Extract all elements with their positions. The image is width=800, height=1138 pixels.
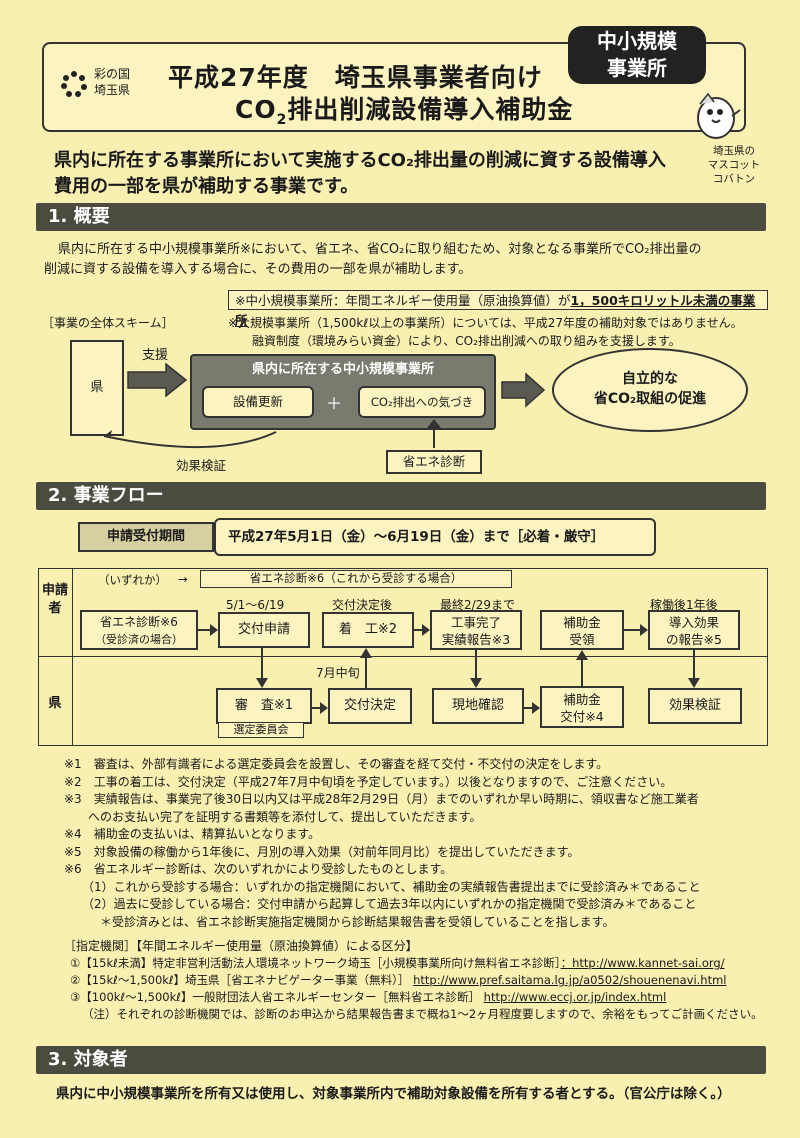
down-arrow-icon (688, 650, 700, 688)
section3-text: 県内に中小規模事業所を所有又は使用し、対象事業所内で補助対象設備を所有する者とす… (56, 1086, 731, 1102)
scheme-awareness-box: CO₂排出への気づき (358, 386, 486, 418)
scheme-plus: ＋ (326, 394, 343, 413)
section1-heading: 1. 概要 (36, 203, 766, 231)
support-arrow-icon (127, 362, 188, 398)
grant-receive-box: 補助金 受領 (540, 610, 624, 650)
scheme-audit-box: 省エネ診断 (386, 450, 482, 474)
mid-july-label: 7月中旬 (316, 666, 360, 680)
agency-link-3[interactable]: http://www.eccj.or.jp/index.html (483, 990, 667, 1004)
period-label: 申請受付期間 (78, 522, 214, 552)
flow-table (38, 568, 768, 746)
agency-link-1[interactable]: ：http://www.kannet-sai.org/ (560, 956, 725, 970)
audit-future-box: 省エネ診断※6（これから受診する場合） (200, 570, 512, 588)
row-applicant-label: 申請者 (41, 583, 68, 616)
up-arrow-icon (360, 648, 372, 688)
grant-pay-box: 補助金 交付※4 (540, 686, 624, 728)
scheme-result-ellipse: 自立的な 省CO₂取組の促進 (552, 348, 748, 432)
decision-box: 交付決定 (328, 688, 412, 724)
large-note: ※大規模事業所（1,500kℓ以上の事業所）については、平成27年度の補助対象で… (228, 316, 743, 348)
period-value: 平成27年5月1日（金）～6月19日（金）まで［必着・厳守］ (214, 518, 656, 556)
agency-link-2[interactable]: http://www.pref.saitama.lg.jp/a0502/shou… (413, 973, 727, 987)
site-check-box: 現地確認 (432, 688, 524, 724)
audit-done-box: 省エネ診断※6 （受診済の場合） (80, 610, 198, 650)
size-badge: 中小規模 事業所 (568, 26, 706, 84)
effect-report-box: 導入効果 の報告※5 (648, 610, 740, 650)
section1-paragraph: 県内に所在する中小規模事業所※において、省エネ、省CO₂に取り組むため、対象とな… (44, 242, 702, 277)
either-arrow-icon: → (178, 572, 188, 586)
scheme-pref-box: 県 (70, 340, 124, 436)
scheme-target-title: 県内に所在する中小規模事業所 (251, 362, 434, 377)
feedback-curve-icon (103, 430, 277, 449)
saitama-logo-icon (61, 71, 87, 97)
audit-arrow-icon (427, 419, 441, 448)
scheme-label: ［事業の全体スキーム］ (42, 316, 174, 330)
result-arrow-icon (501, 372, 546, 408)
agency-list: ［指定機関］【年間エネルギー使用量（原油換算値）による区分】 ①【15kℓ未満】… (64, 939, 763, 1021)
flow-col-divider (72, 568, 73, 746)
lead-text: 県内に所在する事業所において実施するCO₂排出量の削減に資する設備導入 費用の一… (54, 150, 666, 197)
either-label: （いずれか） (98, 573, 167, 587)
section3-heading: 3. 対象者 (36, 1046, 766, 1074)
row-pref-label: 県 (48, 696, 62, 711)
start-box: 着 工※2 (322, 612, 414, 648)
flow-arrow-icon (524, 702, 540, 714)
committee-tag: 選定委員会 (218, 722, 304, 738)
flow-divider (38, 656, 768, 657)
date-apply: 5/1～6/19 (226, 598, 285, 612)
deadline-label: 最終2/29まで (440, 598, 515, 612)
flow-arrow-icon (312, 702, 328, 714)
kobaton-mascot-icon (697, 92, 741, 139)
effect-check-label: 効果検証 (176, 458, 227, 473)
down-arrow-icon (256, 648, 268, 688)
logo-text: 彩の国 埼玉県 (94, 67, 131, 97)
title-line1: 平成27年度 埼玉県事業者向け (168, 63, 543, 92)
effect-verify-box: 効果検証 (648, 688, 742, 724)
review-box: 審 査※1 (216, 688, 312, 724)
flow-arrow-icon (198, 624, 218, 636)
flow-arrow-icon (414, 624, 430, 636)
footnotes: ※1 審査は、外部有識者による選定委員会を設置し、その審査を経て交付・不交付の決… (64, 757, 701, 929)
down-arrow-icon (470, 650, 482, 688)
sme-definition-note: ※中小規模事業所：年間エネルギー使用量（原油換算値）が1，500キロリットル未満… (228, 290, 768, 328)
flow-arrow-icon (624, 624, 648, 636)
scheme-support-label: 支援 (142, 348, 169, 363)
mascot-caption: 埼玉県の マスコット コバトン (707, 145, 761, 185)
section2-heading: 2. 事業フロー (36, 482, 766, 510)
up-arrow-icon (576, 650, 588, 688)
after-decision-label: 交付決定後 (332, 598, 393, 612)
after-year-label: 稼働後1年後 (650, 598, 718, 612)
complete-box: 工事完了 実績報告※3 (430, 610, 522, 650)
scheme-equipment-box: 設備更新 (202, 386, 314, 418)
apply-box: 交付申請 (218, 612, 310, 648)
title-line2: CO2排出削減設備導入補助金 (235, 95, 574, 128)
